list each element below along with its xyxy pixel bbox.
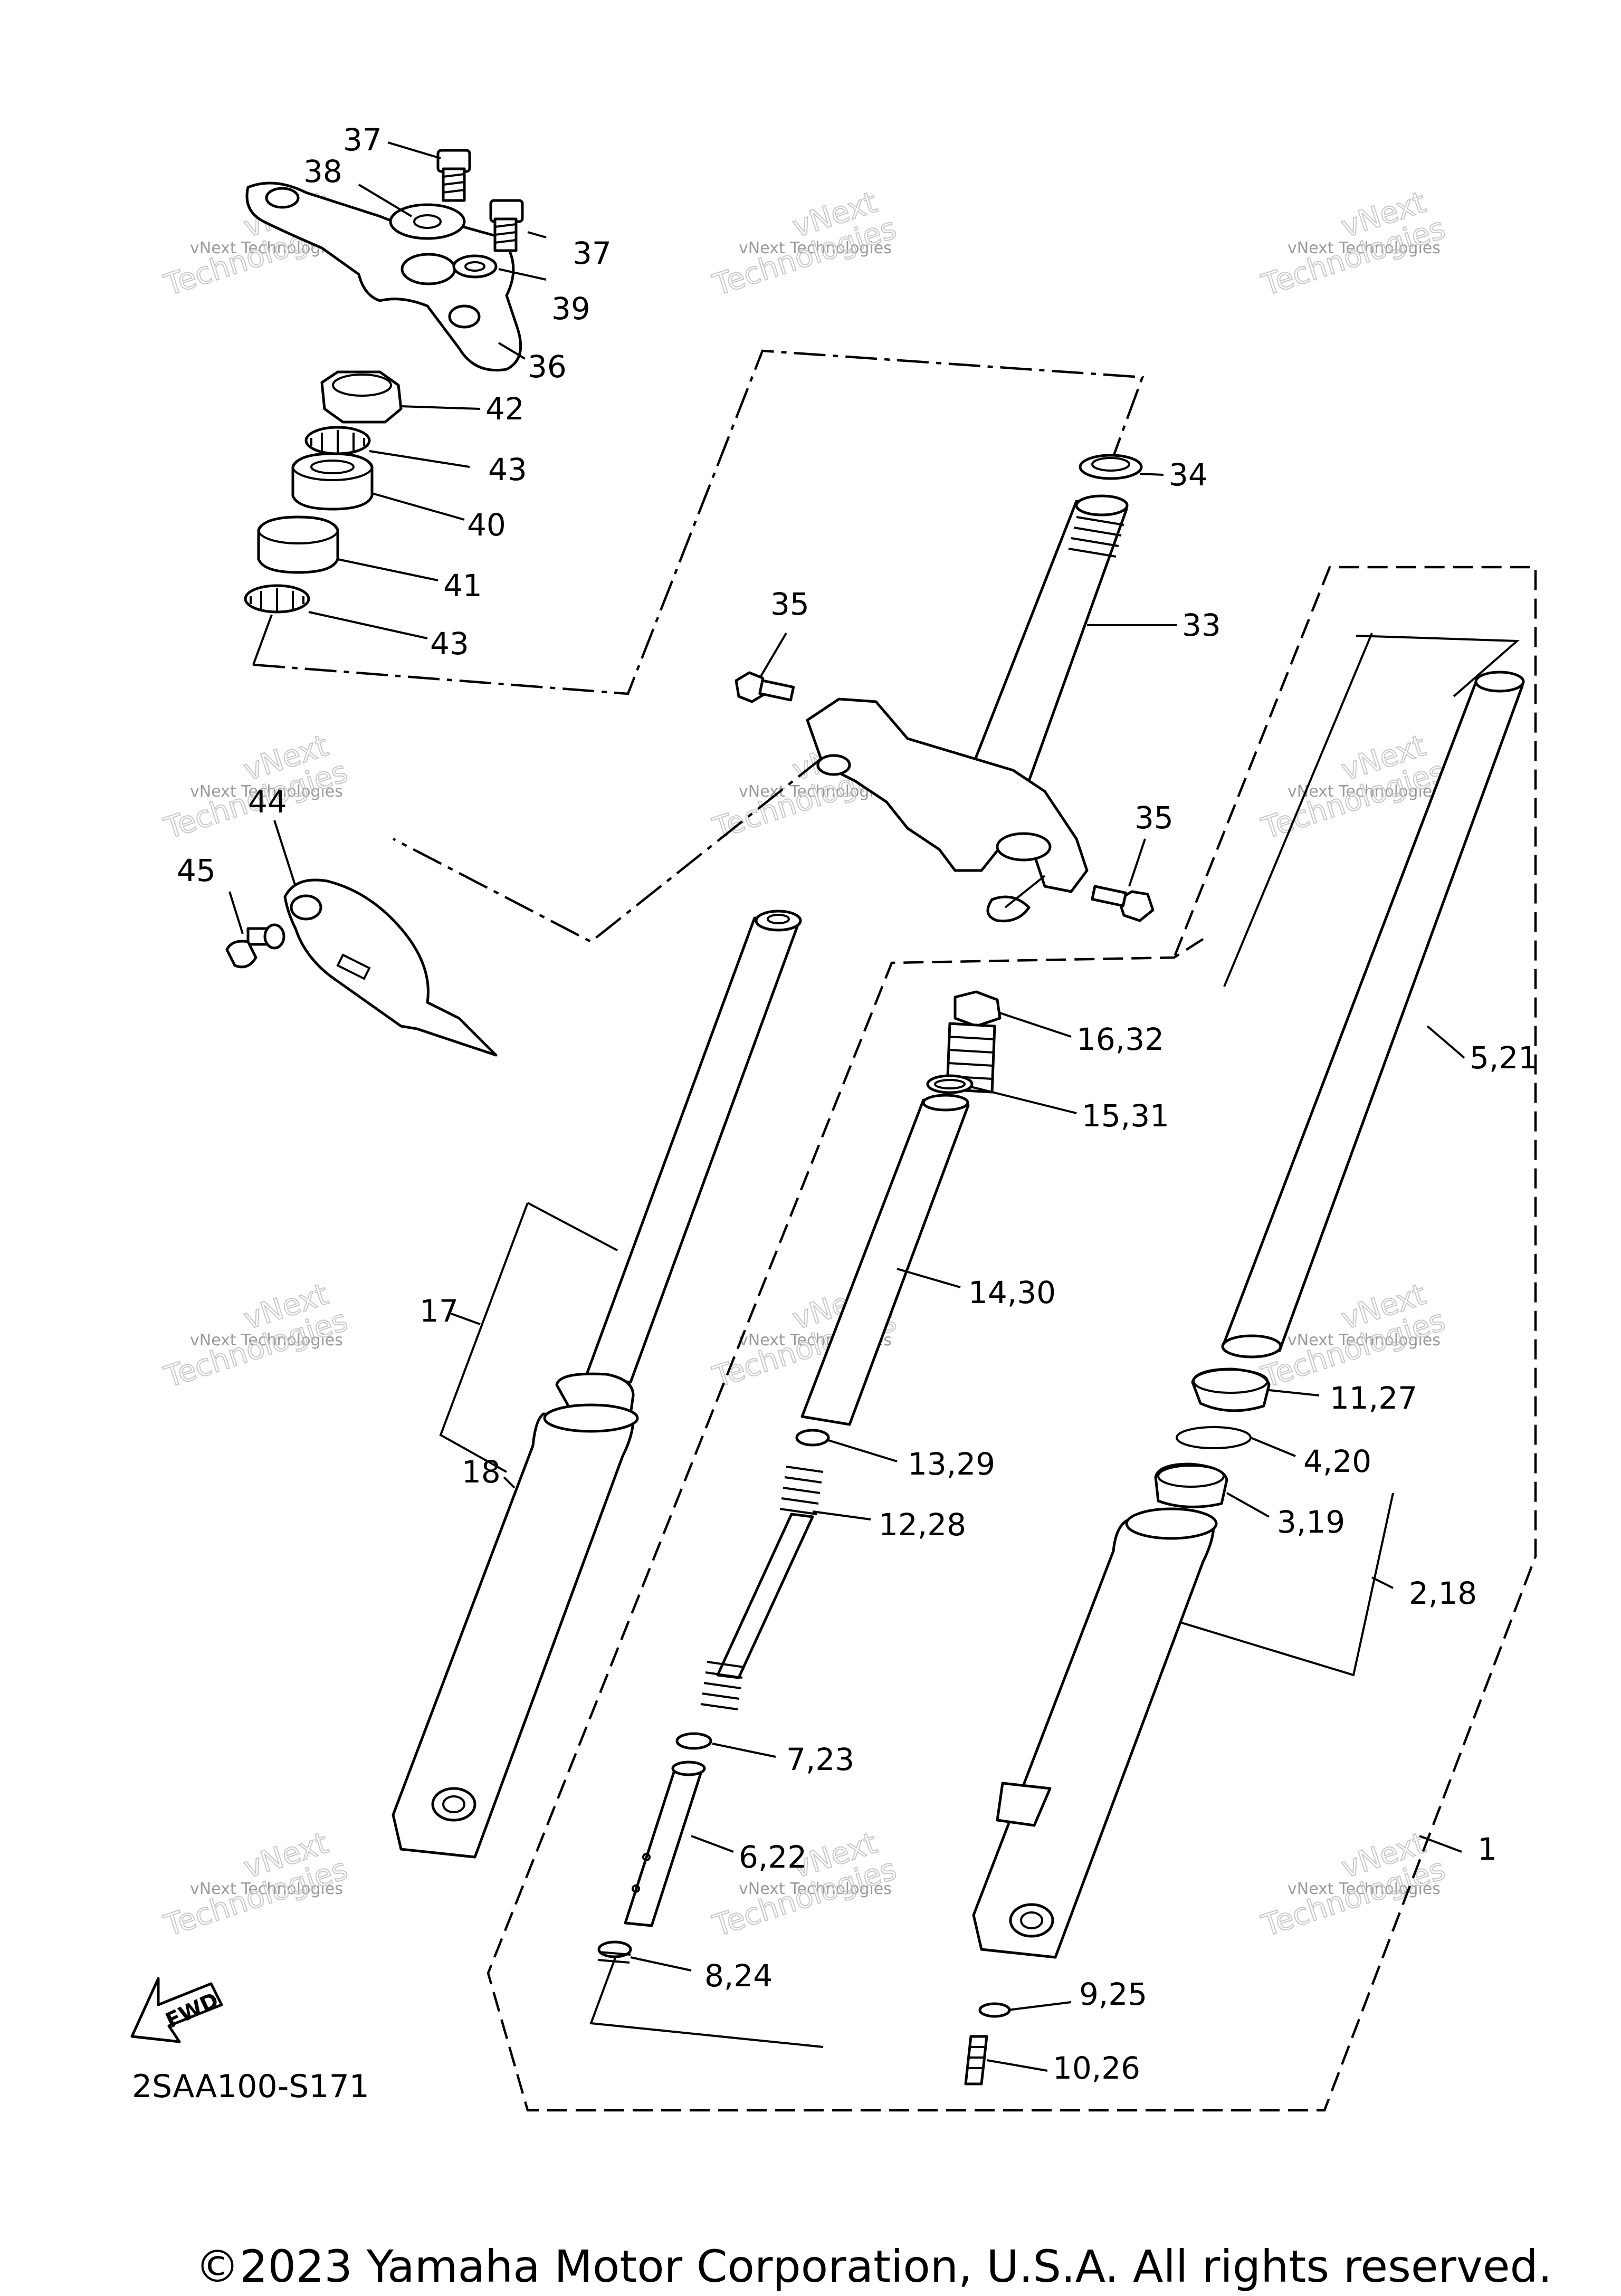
- callout-45: 45: [177, 853, 216, 888]
- cover-group-outline: [392, 756, 824, 943]
- callout-43-upper: 43: [488, 452, 527, 487]
- callout-34: 34: [1169, 457, 1208, 493]
- callout-15-31: 15,31: [1082, 1098, 1169, 1134]
- callout-37-right: 37: [573, 235, 612, 271]
- washer-9: [978, 2002, 1011, 2018]
- callout-labels: 37 38 37 39 36 42 43 40 41 43 34 33 35 3…: [177, 122, 1538, 2086]
- callout-43-lower: 43: [430, 626, 469, 662]
- callout-11-27: 11,27: [1330, 1380, 1417, 1416]
- watermark-text: vNext Technologies: [190, 1880, 343, 1898]
- bracket-43-41: [252, 614, 273, 665]
- watermark-text: vNext Technologies: [1288, 1331, 1441, 1350]
- leader-lines: [228, 141, 1465, 2072]
- bracket-8-24: [589, 1951, 824, 2048]
- watermark-text: vNext Technologies: [1288, 782, 1441, 801]
- bracket-17-18-top: [527, 1202, 618, 1251]
- watermark-text: vNext Technologies: [190, 782, 343, 801]
- callout-33: 33: [1182, 607, 1221, 643]
- bracket-5-21-left: [1223, 633, 1373, 987]
- damper-parts: [597, 990, 1002, 1964]
- callout-35-right: 35: [1134, 800, 1174, 836]
- inner-tube-17: [584, 916, 801, 1384]
- callout-41: 41: [443, 568, 482, 604]
- callout-37-upper: 37: [343, 122, 382, 158]
- fork-group-outline: [487, 566, 1537, 2112]
- callout-16-32: 16,32: [1076, 1021, 1164, 1057]
- callout-1: 1: [1477, 1831, 1497, 1867]
- callout-36: 36: [528, 349, 567, 385]
- callout-14-30: 14,30: [968, 1275, 1056, 1310]
- callout-44: 44: [248, 784, 287, 820]
- callout-10-26: 10,26: [1053, 2050, 1140, 2086]
- bracket-5-21: [1356, 635, 1520, 697]
- clip-4: [1176, 1426, 1252, 1449]
- diagram-code: 2SAA100-S171: [132, 2068, 369, 2105]
- watermark-text: vNext Technologies: [739, 1880, 892, 1898]
- steering-bearing-parts: [244, 370, 403, 614]
- outer-tube-2: [972, 1518, 1215, 1959]
- callout-2-18: 2,18: [1409, 1575, 1477, 1611]
- callout-6-22: 6,22: [739, 1839, 807, 1875]
- cover-44-part: [225, 878, 498, 1057]
- callout-5-21: 5,21: [1470, 1040, 1538, 1076]
- callout-8-24: 8,24: [704, 1958, 773, 1994]
- washer-38: [389, 203, 466, 240]
- copyright-notice: ©2023 Yamaha Motor Corporation, U.S.A. A…: [195, 2241, 1552, 2292]
- bearing-41: [257, 515, 339, 574]
- cover-40: [291, 452, 374, 511]
- right-fork-part: [964, 671, 1525, 2085]
- watermark-text: vNext Technologies: [190, 1331, 343, 1350]
- outer-tube-18: [392, 1412, 635, 1859]
- ring-nut-42: [320, 370, 403, 424]
- callout-9-25: 9,25: [1079, 1976, 1147, 2012]
- handle-crown-part: [245, 149, 524, 372]
- callout-17: 17: [419, 1293, 459, 1329]
- left-fork-part: [392, 910, 802, 1859]
- bracket-2-18: [1171, 1493, 1394, 1677]
- steering-group-outline: [253, 349, 1145, 695]
- callout-42: 42: [485, 391, 525, 427]
- watermark-text: vNext Technologies: [1288, 239, 1441, 257]
- watermark-text: vNext Technologies: [1288, 1880, 1441, 1898]
- callout-40: 40: [467, 507, 506, 543]
- bracket-17-18: [439, 1202, 529, 1473]
- callout-4-20: 4,20: [1303, 1443, 1371, 1479]
- callout-35-left: 35: [770, 586, 809, 622]
- callout-12-28: 12,28: [879, 1507, 966, 1543]
- callout-18: 18: [462, 1454, 501, 1490]
- fwd-arrow-icon: FWD: [130, 1977, 223, 2043]
- callout-39: 39: [551, 291, 590, 327]
- bolt-10: [964, 2035, 988, 2085]
- group-outlines: [252, 349, 1537, 2112]
- callout-7-23: 7,23: [786, 1742, 854, 1777]
- callout-38: 38: [303, 154, 342, 189]
- callout-3-19: 3,19: [1277, 1504, 1345, 1540]
- watermark-text: vNext Technologies: [739, 239, 892, 257]
- callout-13-29: 13,29: [908, 1446, 995, 1482]
- steering-stem-part: [735, 454, 1155, 923]
